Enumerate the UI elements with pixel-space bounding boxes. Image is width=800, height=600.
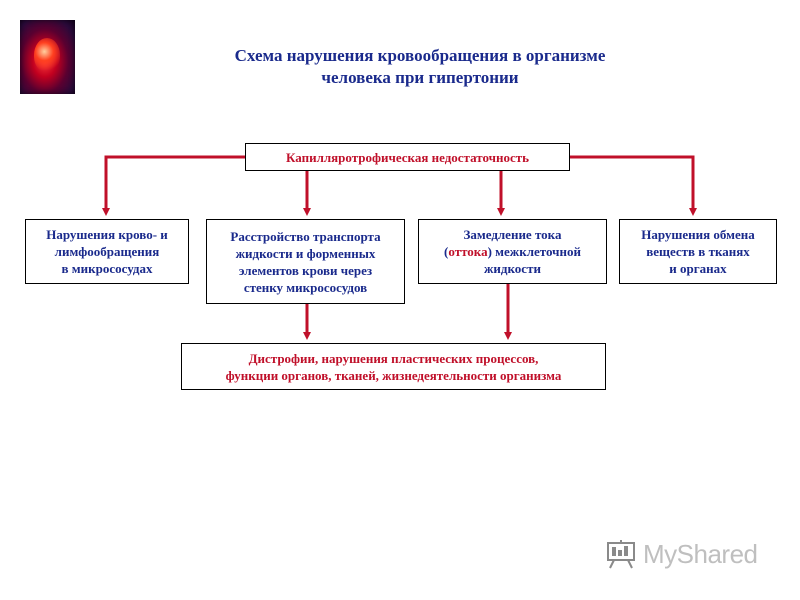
box-3-close-text: ) межклеточной xyxy=(487,244,581,259)
arrow-to-box-1 xyxy=(102,155,245,216)
page-title: Схема нарушения кровообращения в организ… xyxy=(160,45,680,89)
box-3-line-2: (оттока) межклеточной xyxy=(444,243,581,260)
capillary-insufficiency-box: Капилляротрофическая недостаточность xyxy=(245,143,570,171)
box-2-line-3: элементов крови через xyxy=(238,262,373,278)
box-2-line-1: Расстройство транспорта xyxy=(230,228,381,244)
transport-disorder-box: Расстройство транспорта жидкости и форме… xyxy=(206,219,405,304)
capillary-insufficiency-label: Капилляротрофическая недостаточность xyxy=(286,149,529,165)
title-line-1: Схема нарушения кровообращения в организ… xyxy=(234,46,606,65)
box-2-line-2: жидкости и форменных xyxy=(235,245,376,261)
metabolism-disorder-box: Нарушения обмена веществ в тканях и орга… xyxy=(619,219,777,284)
arrow-to-box-4 xyxy=(570,155,697,216)
box-1-line-3: в микрососудах xyxy=(61,261,153,276)
circulation-disorder-box: Нарушения крово- и лимфообращения в микр… xyxy=(25,219,189,284)
box-1-line-1: Нарушения крово- и xyxy=(46,227,168,242)
title-line-2: человека при гипертонии xyxy=(321,68,519,87)
box-3-line-1: Замедление тока xyxy=(463,227,562,242)
presentation-board-icon xyxy=(607,540,635,569)
box-1-line-2: лимфообращения xyxy=(54,244,160,259)
box-4-line-1: Нарушения обмена xyxy=(641,227,755,242)
bottom-line-1: Дистрофии, нарушения пластических процес… xyxy=(248,350,539,366)
watermark: MyShared xyxy=(605,536,770,572)
box-2-line-4: стенку микрососудов xyxy=(243,279,368,295)
bottom-line-2: функции органов, тканей, жизнедеятельнос… xyxy=(225,367,562,383)
box-3-highlight: оттока xyxy=(448,244,488,259)
box-4-line-3: и органах xyxy=(669,261,727,276)
watermark-text: MyShared xyxy=(643,538,758,569)
box-4-line-2: веществ в тканях xyxy=(646,244,750,259)
box-3-line-3: жидкости xyxy=(484,261,541,276)
box-3-open-paren: ( xyxy=(444,244,449,259)
dystrophy-outcome-box: Дистрофии, нарушения пластических процес… xyxy=(181,343,606,390)
fluid-slowdown-box: Замедление тока (оттока) межклеточной жи… xyxy=(418,219,607,284)
heart-logo xyxy=(20,20,75,94)
